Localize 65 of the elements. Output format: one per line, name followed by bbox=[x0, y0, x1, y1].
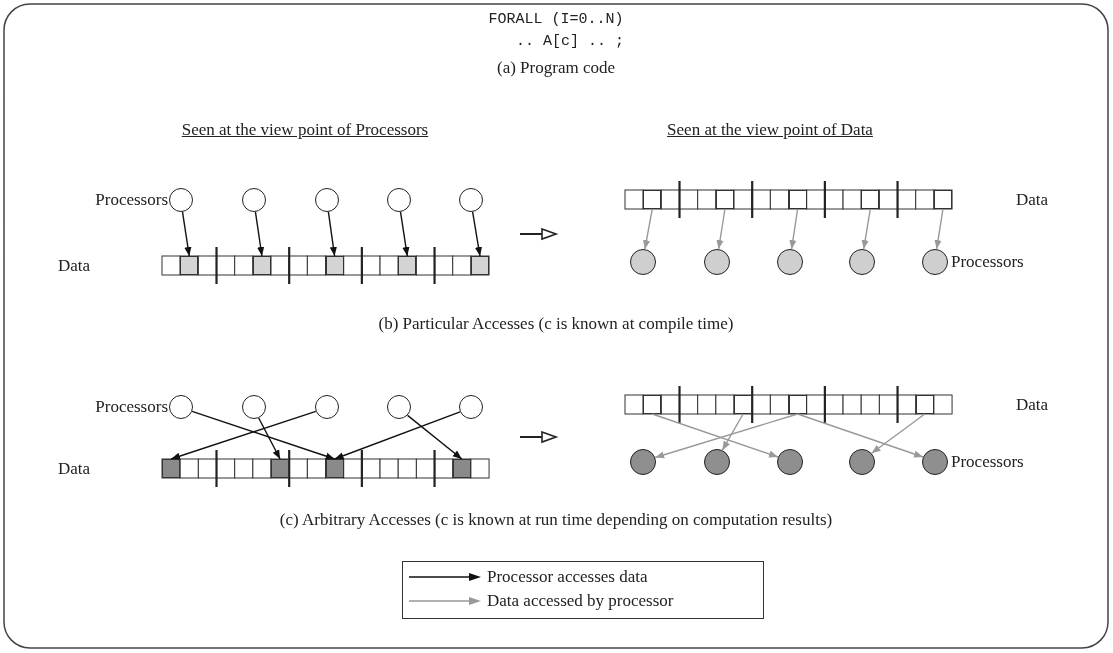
data-cell bbox=[180, 256, 199, 275]
arrow bbox=[716, 208, 726, 250]
processor-circle bbox=[704, 249, 730, 275]
data-cell bbox=[398, 256, 417, 275]
panel-heading: Seen at the view point of Processors bbox=[181, 120, 429, 140]
arrow bbox=[327, 211, 337, 257]
arrow bbox=[333, 411, 461, 460]
data-cell bbox=[643, 190, 662, 209]
processor-circle bbox=[459, 188, 483, 212]
processor-circle bbox=[387, 395, 411, 419]
data-cell bbox=[734, 395, 753, 414]
processor-circle bbox=[849, 449, 875, 475]
label: Data bbox=[58, 459, 91, 479]
data-cell bbox=[861, 190, 880, 209]
label: (a) Program code bbox=[497, 58, 615, 78]
processor-circle bbox=[242, 188, 266, 212]
processor-circle bbox=[387, 188, 411, 212]
processor-circle bbox=[922, 449, 948, 475]
panel-heading: Seen at the view point of Data bbox=[667, 120, 873, 140]
processor-circle bbox=[922, 249, 948, 275]
processor-circle bbox=[315, 395, 339, 419]
legend-text: Processor accesses data bbox=[487, 566, 648, 588]
arrow bbox=[654, 413, 799, 459]
data-cell bbox=[162, 459, 181, 478]
processor-circle bbox=[630, 249, 656, 275]
processor-circle bbox=[169, 395, 193, 419]
arrow bbox=[258, 417, 281, 460]
arrow bbox=[861, 208, 871, 250]
processor-circle bbox=[630, 449, 656, 475]
arrow bbox=[934, 208, 944, 250]
label: Processors bbox=[951, 452, 1024, 472]
arrow bbox=[170, 410, 317, 460]
label: Data bbox=[1016, 190, 1049, 210]
arrow bbox=[399, 211, 410, 257]
arrow bbox=[721, 413, 744, 451]
processor-circle bbox=[169, 188, 193, 212]
processor-circle bbox=[242, 395, 266, 419]
arrow bbox=[406, 414, 463, 460]
data-cell bbox=[271, 459, 290, 478]
arrow bbox=[796, 413, 924, 458]
arrow bbox=[254, 211, 265, 257]
legend-text: Data accessed by processor bbox=[487, 590, 674, 612]
arrow bbox=[191, 410, 336, 460]
arrow bbox=[870, 413, 926, 454]
label: (b) Particular Accesses (c is known at compile time) bbox=[378, 314, 734, 334]
data-cell bbox=[643, 395, 662, 414]
processor-circle bbox=[315, 188, 339, 212]
processor-circle bbox=[704, 449, 730, 475]
label: (c) Arbitrary Accesses (c is known at run time depending on computation results) bbox=[279, 510, 833, 530]
arrow bbox=[181, 211, 192, 257]
arrow bbox=[789, 208, 799, 250]
arrow bbox=[651, 413, 779, 458]
processor-circle bbox=[459, 395, 483, 419]
code-line: FORALL (I=0..N) bbox=[488, 10, 624, 30]
arrow bbox=[643, 208, 653, 250]
label: Data bbox=[58, 256, 91, 276]
label: Data bbox=[1016, 395, 1049, 415]
label: Processors bbox=[951, 252, 1024, 272]
processor-circle bbox=[777, 449, 803, 475]
processor-circle bbox=[849, 249, 875, 275]
label: Processors bbox=[95, 190, 168, 210]
processor-circle bbox=[777, 249, 803, 275]
arrow bbox=[471, 211, 483, 257]
code-line: .. A[c] .. ; bbox=[516, 32, 624, 52]
label: Processors bbox=[95, 397, 168, 417]
